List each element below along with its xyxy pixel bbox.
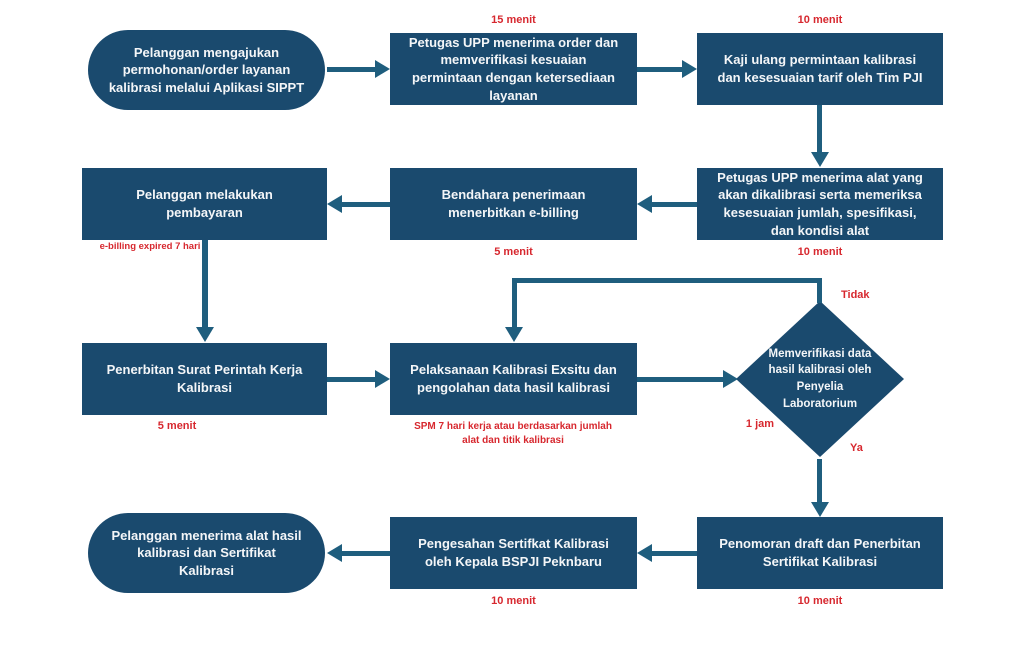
time-label-spk: 5 menit (157, 420, 197, 432)
arrow-line (512, 278, 517, 328)
arrow-line (817, 105, 822, 153)
time-label-verifikasi: 1 jam (745, 418, 775, 430)
arrowhead (327, 195, 342, 213)
arrowhead (327, 544, 342, 562)
arrow-line (637, 67, 682, 72)
node-verify-order: Petugas UPP menerima order dan memverifi… (390, 33, 637, 105)
node-review-label: Kaji ulang permintaan kalibrasi dan kese… (717, 52, 923, 85)
node-kalibrasi: Pelaksanaan Kalibrasi Exsitu dan pengola… (390, 343, 637, 415)
arrowhead (196, 327, 214, 342)
node-ebilling: Bendahara penerimaan menerbitkan e-billi… (390, 168, 637, 240)
arrow-line (512, 278, 822, 283)
note-label-payment: e-billing expired 7 hari (99, 241, 201, 252)
node-receive-tools-label: Petugas UPP menerima alat yang akan dika… (717, 169, 923, 238)
node-verifikasi-label: Memverifikasi data hasil kalibrasi oleh … (768, 347, 872, 410)
arrow-line (817, 278, 822, 303)
arrowhead (682, 60, 697, 78)
node-penomoran: Penomoran draft dan Penerbitan Sertifika… (697, 517, 943, 589)
note-label-kalibrasi: SPM 7 hari kerja atau berdasarkan jumlah… (414, 421, 612, 446)
node-spk: Penerbitan Surat Perintah Kerja Kalibras… (82, 343, 327, 415)
node-spk-label: Penerbitan Surat Perintah Kerja Kalibras… (106, 362, 303, 395)
arrow-line (327, 377, 375, 382)
node-selesai-label: Pelanggan menerima alat hasil kalibrasi … (111, 527, 302, 578)
arrowhead (811, 152, 829, 167)
arrowhead (375, 370, 390, 388)
node-start-label: Pelanggan mengajukan permohonan/order la… (108, 44, 305, 95)
node-pengesahan: Pengesahan Sertifkat Kalibrasi oleh Kepa… (390, 517, 637, 589)
time-label-ebilling: 5 menit (494, 246, 533, 258)
node-selesai: Pelanggan menerima alat hasil kalibrasi … (88, 513, 325, 593)
node-start: Pelanggan mengajukan permohonan/order la… (88, 30, 325, 110)
arrow-line (327, 67, 375, 72)
arrowhead (811, 502, 829, 517)
branch-label-tidak: Tidak (841, 289, 870, 301)
node-verify-order-label: Petugas UPP menerima order dan memverifi… (408, 34, 619, 103)
node-pengesahan-label: Pengesahan Sertifkat Kalibrasi oleh Kepa… (418, 536, 609, 569)
node-penomoran-label: Penomoran draft dan Penerbitan Sertifika… (719, 536, 921, 569)
arrowhead (637, 544, 652, 562)
time-label-pengesahan: 10 menit (491, 595, 536, 607)
time-label-penomoran: 10 menit (797, 595, 843, 607)
node-kalibrasi-label: Pelaksanaan Kalibrasi Exsitu dan pengola… (410, 362, 617, 395)
arrow-line (817, 459, 822, 503)
arrowhead (375, 60, 390, 78)
arrowhead (723, 370, 738, 388)
arrowhead (637, 195, 652, 213)
node-ebilling-label: Bendahara penerimaan menerbitkan e-billi… (441, 187, 586, 220)
time-label-verify-order: 15 menit (491, 14, 536, 26)
arrow-line (342, 202, 390, 207)
branch-label-ya: Ya (850, 442, 863, 454)
node-verifikasi-decision: Memverifikasi data hasil kalibrasi oleh … (736, 301, 904, 457)
arrow-line (342, 551, 390, 556)
node-payment-label: Pelanggan melakukan pembayaran (136, 187, 273, 220)
arrow-line (637, 377, 723, 382)
arrow-line (202, 240, 208, 328)
arrow-line (652, 202, 697, 207)
arrow-line (652, 551, 697, 556)
node-receive-tools: Petugas UPP menerima alat yang akan dika… (697, 168, 943, 240)
time-label-review: 10 menit (797, 14, 843, 26)
node-payment: Pelanggan melakukan pembayaran (82, 168, 327, 240)
node-review: Kaji ulang permintaan kalibrasi dan kese… (697, 33, 943, 105)
arrowhead (505, 327, 523, 342)
time-label-receive-tools: 10 menit (797, 246, 843, 258)
